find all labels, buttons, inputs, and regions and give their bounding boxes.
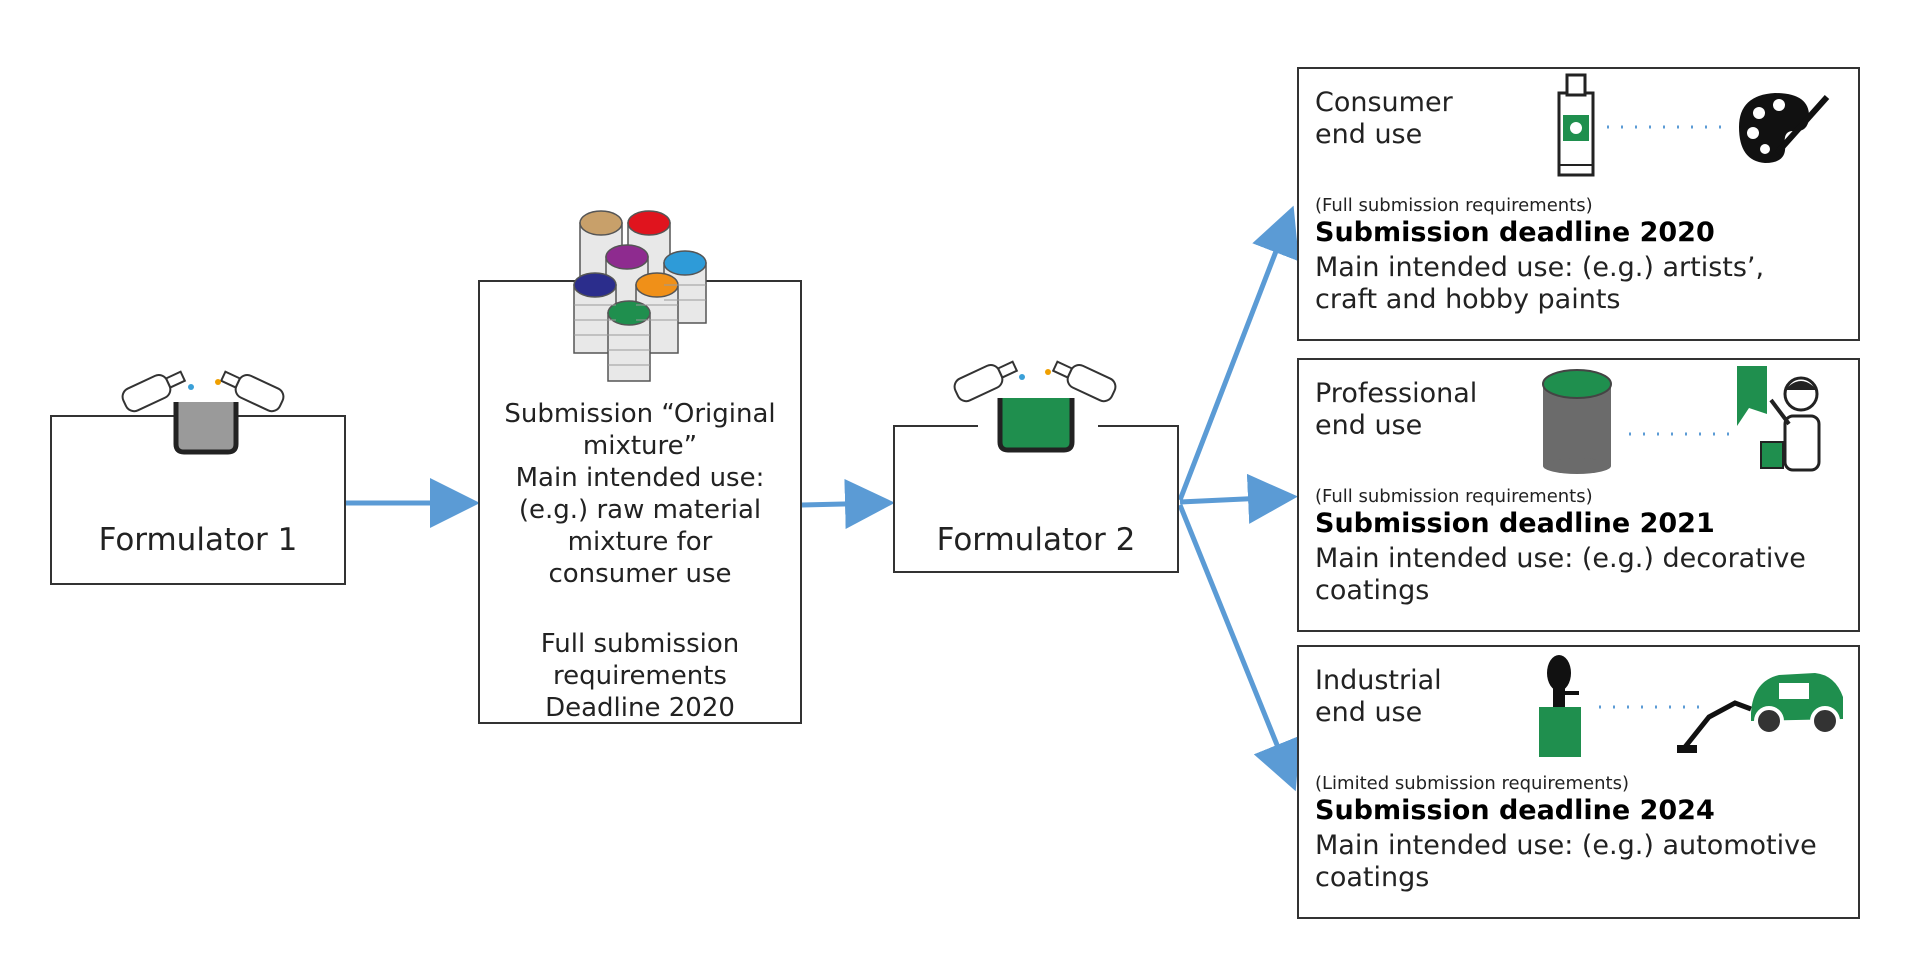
original-mixture-description: Submission “Original mixture” Main inten… (478, 398, 802, 590)
title-line: Professional (1315, 378, 1478, 409)
paint-cans-stack-icon (570, 205, 730, 382)
industrial-end-use-title: Industrial end use (1315, 665, 1515, 729)
professional-deadline: Submission deadline 2021 (1315, 508, 1715, 539)
om-req-line: requirements (553, 661, 727, 691)
om-req-line: Deadline 2020 (545, 693, 735, 723)
paint-bucket-icon (1542, 369, 1612, 474)
industrial-deadline: Submission deadline 2024 (1315, 795, 1715, 826)
original-mixture-requirements: Full submission requirements Deadline 20… (478, 628, 802, 724)
consumer-main-use: Main intended use: (e.g.) artists’, craf… (1315, 252, 1845, 316)
palette-brush-icon (1739, 93, 1830, 163)
main-line: coatings (1315, 862, 1430, 893)
professional-end-use-title: Professional end use (1315, 378, 1515, 442)
title-line: end use (1315, 697, 1423, 728)
consumer-note: (Full submission requirements) (1315, 195, 1593, 216)
om-line: mixture” (582, 431, 698, 461)
main-line: coatings (1315, 575, 1430, 606)
om-line: mixture for (567, 527, 713, 557)
title-line: Industrial (1315, 665, 1442, 696)
consumer-end-use-title: Consumer end use (1315, 87, 1515, 151)
professional-note: (Full submission requirements) (1315, 486, 1593, 507)
spray-gun-icon (1539, 655, 1581, 757)
main-line: Main intended use: (e.g.) automotive (1315, 830, 1817, 861)
industrial-main-use: Main intended use: (e.g.) automotive coa… (1315, 830, 1845, 894)
title-line: end use (1315, 119, 1423, 150)
formulator-1-title: Formulator 1 (98, 522, 298, 558)
om-line: (e.g.) raw material (518, 495, 762, 525)
main-line: Main intended use: (e.g.) artists’, (1315, 252, 1765, 283)
paint-tube-icon (1557, 73, 1595, 177)
consumer-end-use-box: Consumer end use (Full submission requir… (1297, 67, 1860, 341)
professional-end-use-box: Professional end use (Full submission re… (1297, 358, 1860, 632)
industrial-end-use-box: Industrial end use (Limited submission r… (1297, 645, 1860, 919)
arrow-f2-to-professional (1179, 473, 1298, 524)
main-line: Main intended use: (e.g.) decorative (1315, 543, 1806, 574)
om-line: consumer use (548, 559, 732, 589)
title-line: end use (1315, 410, 1423, 441)
formulator-2-title: Formulator 2 (936, 522, 1136, 558)
arrow-f2-to-consumer (1177, 205, 1299, 501)
robot-arm-car-icon (1677, 673, 1843, 753)
main-line: craft and hobby paints (1315, 284, 1621, 315)
industrial-note: (Limited submission requirements) (1315, 773, 1629, 794)
arrow-mixture-to-f2 (801, 478, 895, 529)
consumer-deadline: Submission deadline 2020 (1315, 217, 1715, 248)
industrial-icons (1539, 655, 1843, 757)
om-line: Main intended use: (515, 463, 765, 493)
title-line: Consumer (1315, 87, 1453, 118)
om-req-line: Full submission (540, 629, 740, 659)
painter-worker-icon (1737, 366, 1821, 472)
consumer-icons (1557, 73, 1830, 177)
professional-main-use: Main intended use: (e.g.) decorative coa… (1315, 543, 1845, 607)
om-line: Submission “Original (504, 399, 776, 429)
professional-icons (1542, 366, 1821, 474)
arrow-f2-to-industrial (1177, 504, 1301, 792)
mixing-bottles-green-beaker-icon (953, 360, 1117, 453)
mixing-bottles-grey-beaker-icon (121, 370, 285, 455)
